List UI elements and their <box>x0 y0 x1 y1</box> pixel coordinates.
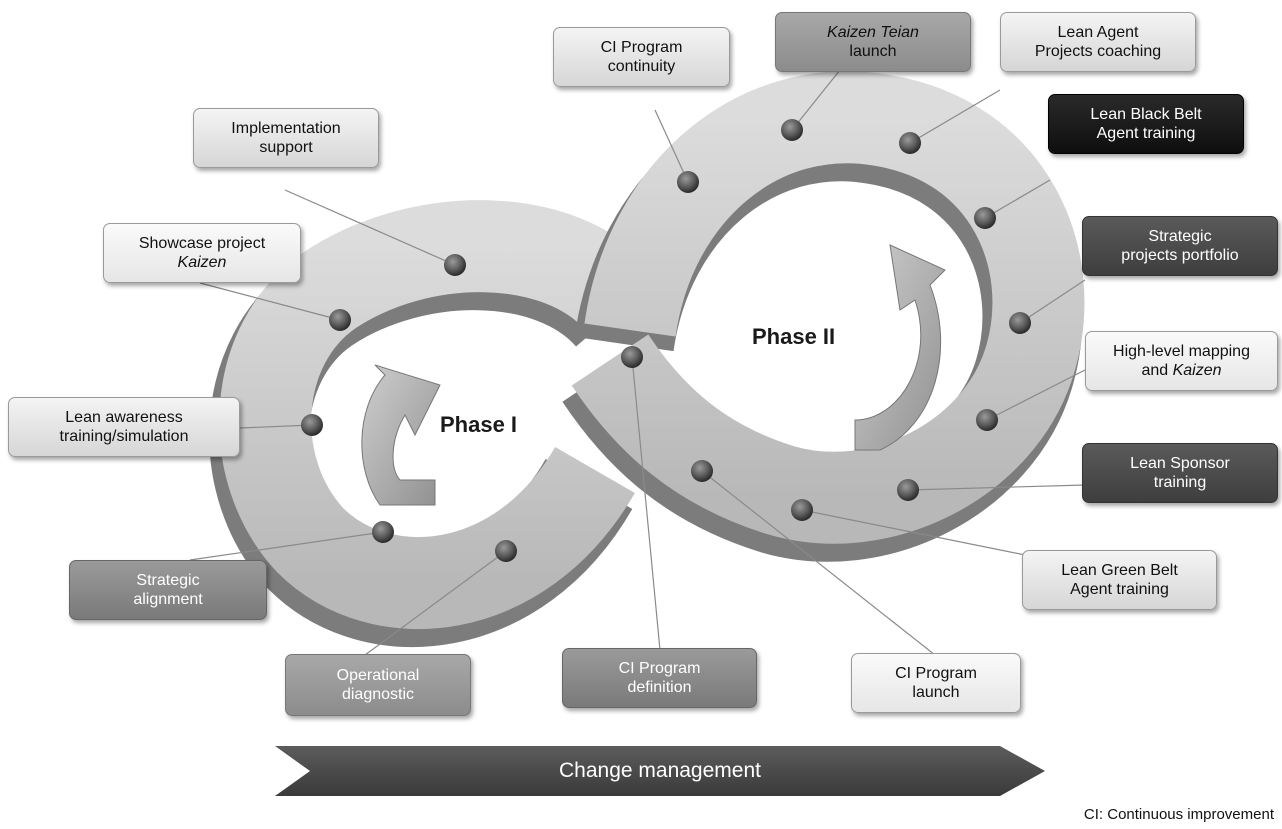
step-operational-diagnostic: Operational diagnostic <box>285 654 471 716</box>
change-management-banner <box>275 746 1045 796</box>
step-lean-agent-coaching: Lean Agent Projects coaching <box>1000 12 1196 72</box>
step-implementation-support: Implementation support <box>193 108 379 168</box>
step-ci-program-continuity: CI Program continuity <box>553 27 730 87</box>
step-kaizen-teian-launch: Kaizen Teian launch <box>775 12 971 72</box>
footnote: CI: Continuous improvement <box>1083 806 1274 823</box>
step-high-level-mapping: High-level mapping and Kaizen <box>1085 331 1278 391</box>
step-ci-program-definition: CI Program definition <box>562 648 757 708</box>
left-loop <box>209 200 655 647</box>
step-lean-black-belt: Lean Black Belt Agent training <box>1048 94 1244 154</box>
connector-lines <box>189 69 1086 656</box>
right-loop <box>562 71 1085 562</box>
step-lean-green-belt: Lean Green Belt Agent training <box>1022 550 1217 610</box>
step-lean-sponsor: Lean Sponsor training <box>1082 443 1278 503</box>
step-strategic-alignment: Strategic alignment <box>69 560 267 620</box>
step-showcase-project: Showcase project Kaizen <box>103 223 301 283</box>
step-ci-program-launch: CI Program launch <box>851 653 1021 713</box>
milestone-dots <box>301 119 1031 562</box>
step-lean-awareness: Lean awareness training/simulation <box>8 397 240 457</box>
phase2-label: Phase II <box>752 324 836 349</box>
step-strategic-portfolio: Strategic projects portfolio <box>1082 216 1278 276</box>
phase1-label: Phase I <box>440 412 518 437</box>
change-management-label: Change management <box>559 759 761 782</box>
phase1-arrow <box>361 364 441 506</box>
phase2-arrow <box>854 244 946 451</box>
